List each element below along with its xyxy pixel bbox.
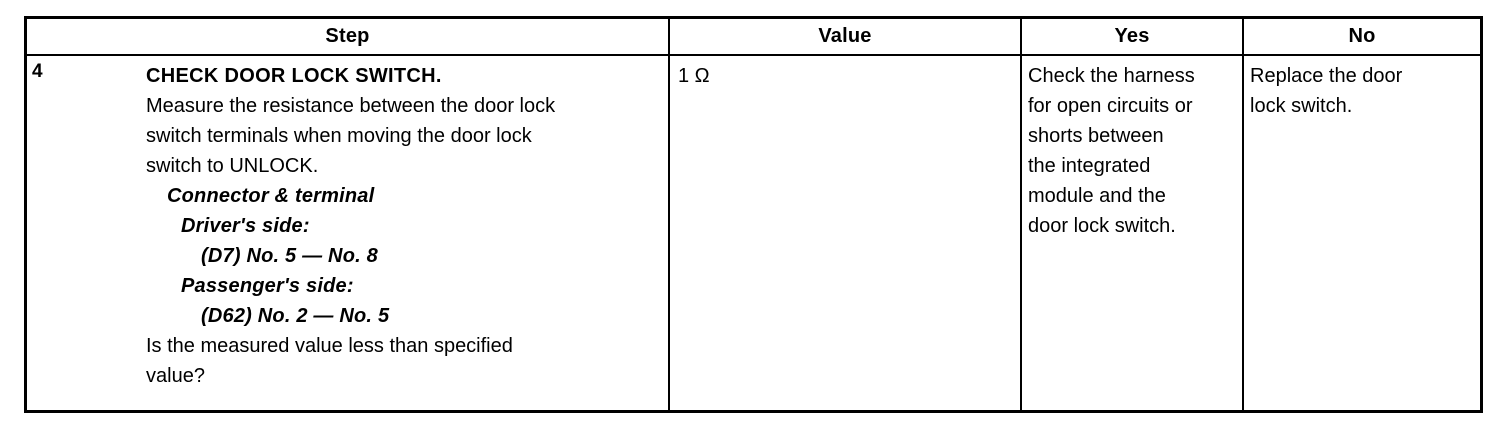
no-line: lock switch. <box>1250 95 1353 117</box>
step-line: Connector & terminal <box>167 185 375 207</box>
table-row: 4 CHECK DOOR LOCK SWITCH. Measure the re… <box>27 56 1480 410</box>
step-line: CHECK DOOR LOCK SWITCH. <box>146 65 442 87</box>
no-line: Replace the door <box>1250 65 1403 87</box>
yes-action-text: Check the harness for open circuits or s… <box>1028 61 1238 241</box>
cell-no: Replace the door lock switch. <box>1242 56 1480 410</box>
step-instruction-block: CHECK DOOR LOCK SWITCH. Measure the resi… <box>146 61 664 391</box>
step-line: Driver's side: <box>181 215 310 237</box>
step-number: 4 <box>32 61 43 82</box>
column-header-yes: Yes <box>1020 19 1242 54</box>
column-header-step: Step <box>325 25 370 47</box>
cell-yes: Check the harness for open circuits or s… <box>1020 56 1242 410</box>
step-line: value? <box>146 365 205 387</box>
value-specification: 1 Ω <box>678 65 710 87</box>
step-line: Is the measured value less than specifie… <box>146 335 513 357</box>
step-line: (D7) No. 5 — No. 8 <box>201 245 378 267</box>
yes-line: door lock switch. <box>1028 215 1176 237</box>
step-line: Measure the resistance between the door … <box>146 95 556 117</box>
cell-value: 1 Ω <box>668 56 1020 410</box>
yes-line: the integrated <box>1028 155 1151 177</box>
cell-step: 4 CHECK DOOR LOCK SWITCH. Measure the re… <box>27 56 668 410</box>
yes-line: shorts between <box>1028 125 1164 147</box>
table-header-row: Step Value Yes No <box>27 19 1480 56</box>
yes-line: Check the harness <box>1028 65 1195 87</box>
step-line: Passenger's side: <box>181 275 354 297</box>
column-header-no: No <box>1242 19 1480 54</box>
yes-line: module and the <box>1028 185 1166 207</box>
step-line: (D62) No. 2 — No. 5 <box>201 305 390 327</box>
column-header-value: Value <box>668 19 1020 54</box>
step-line: switch terminals when moving the door lo… <box>146 125 532 147</box>
yes-line: for open circuits or <box>1028 95 1193 117</box>
diagnostic-step-table: Step Value Yes No 4 CHECK DOOR LOCK SWIT… <box>24 16 1483 413</box>
step-line: switch to UNLOCK. <box>146 155 319 177</box>
no-action-text: Replace the door lock switch. <box>1250 61 1476 121</box>
